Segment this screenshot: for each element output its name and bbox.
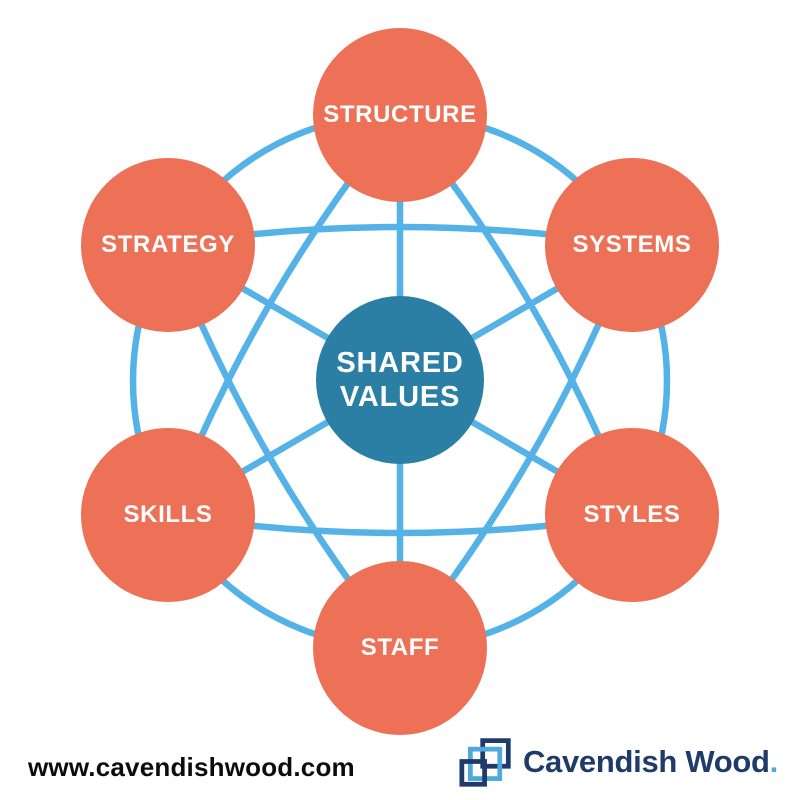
brand-logo: Cavendish Wood. (459, 734, 778, 789)
node-styles-label: STYLES (583, 501, 681, 528)
node-strategy: STRATEGY (81, 158, 255, 332)
brand-logo-icon (459, 738, 511, 787)
node-systems: SYSTEMS (545, 158, 719, 332)
website-text: www.cavendishwood.com (28, 752, 355, 782)
brand-name: Cavendish Wood. (523, 744, 778, 780)
shared-values-line2: VALUES (339, 381, 461, 413)
node-staff: STAFF (313, 561, 487, 735)
node-staff-label: STAFF (360, 634, 440, 661)
node-styles: STYLES (545, 428, 719, 602)
node-shared-values: SHARED VALUES (316, 296, 484, 464)
shared-values-line1: SHARED (336, 346, 464, 379)
node-structure-label: STRUCTURE (323, 101, 477, 128)
brand-period: . (769, 743, 779, 779)
node-skills-label: SKILLS (123, 501, 213, 528)
node-strategy-label: STRATEGY (101, 231, 235, 258)
brand-name-text: Cavendish Wood (522, 743, 770, 779)
node-structure: STRUCTURE (313, 28, 487, 202)
node-skills: SKILLS (81, 428, 255, 602)
node-systems-label: SYSTEMS (572, 231, 692, 258)
